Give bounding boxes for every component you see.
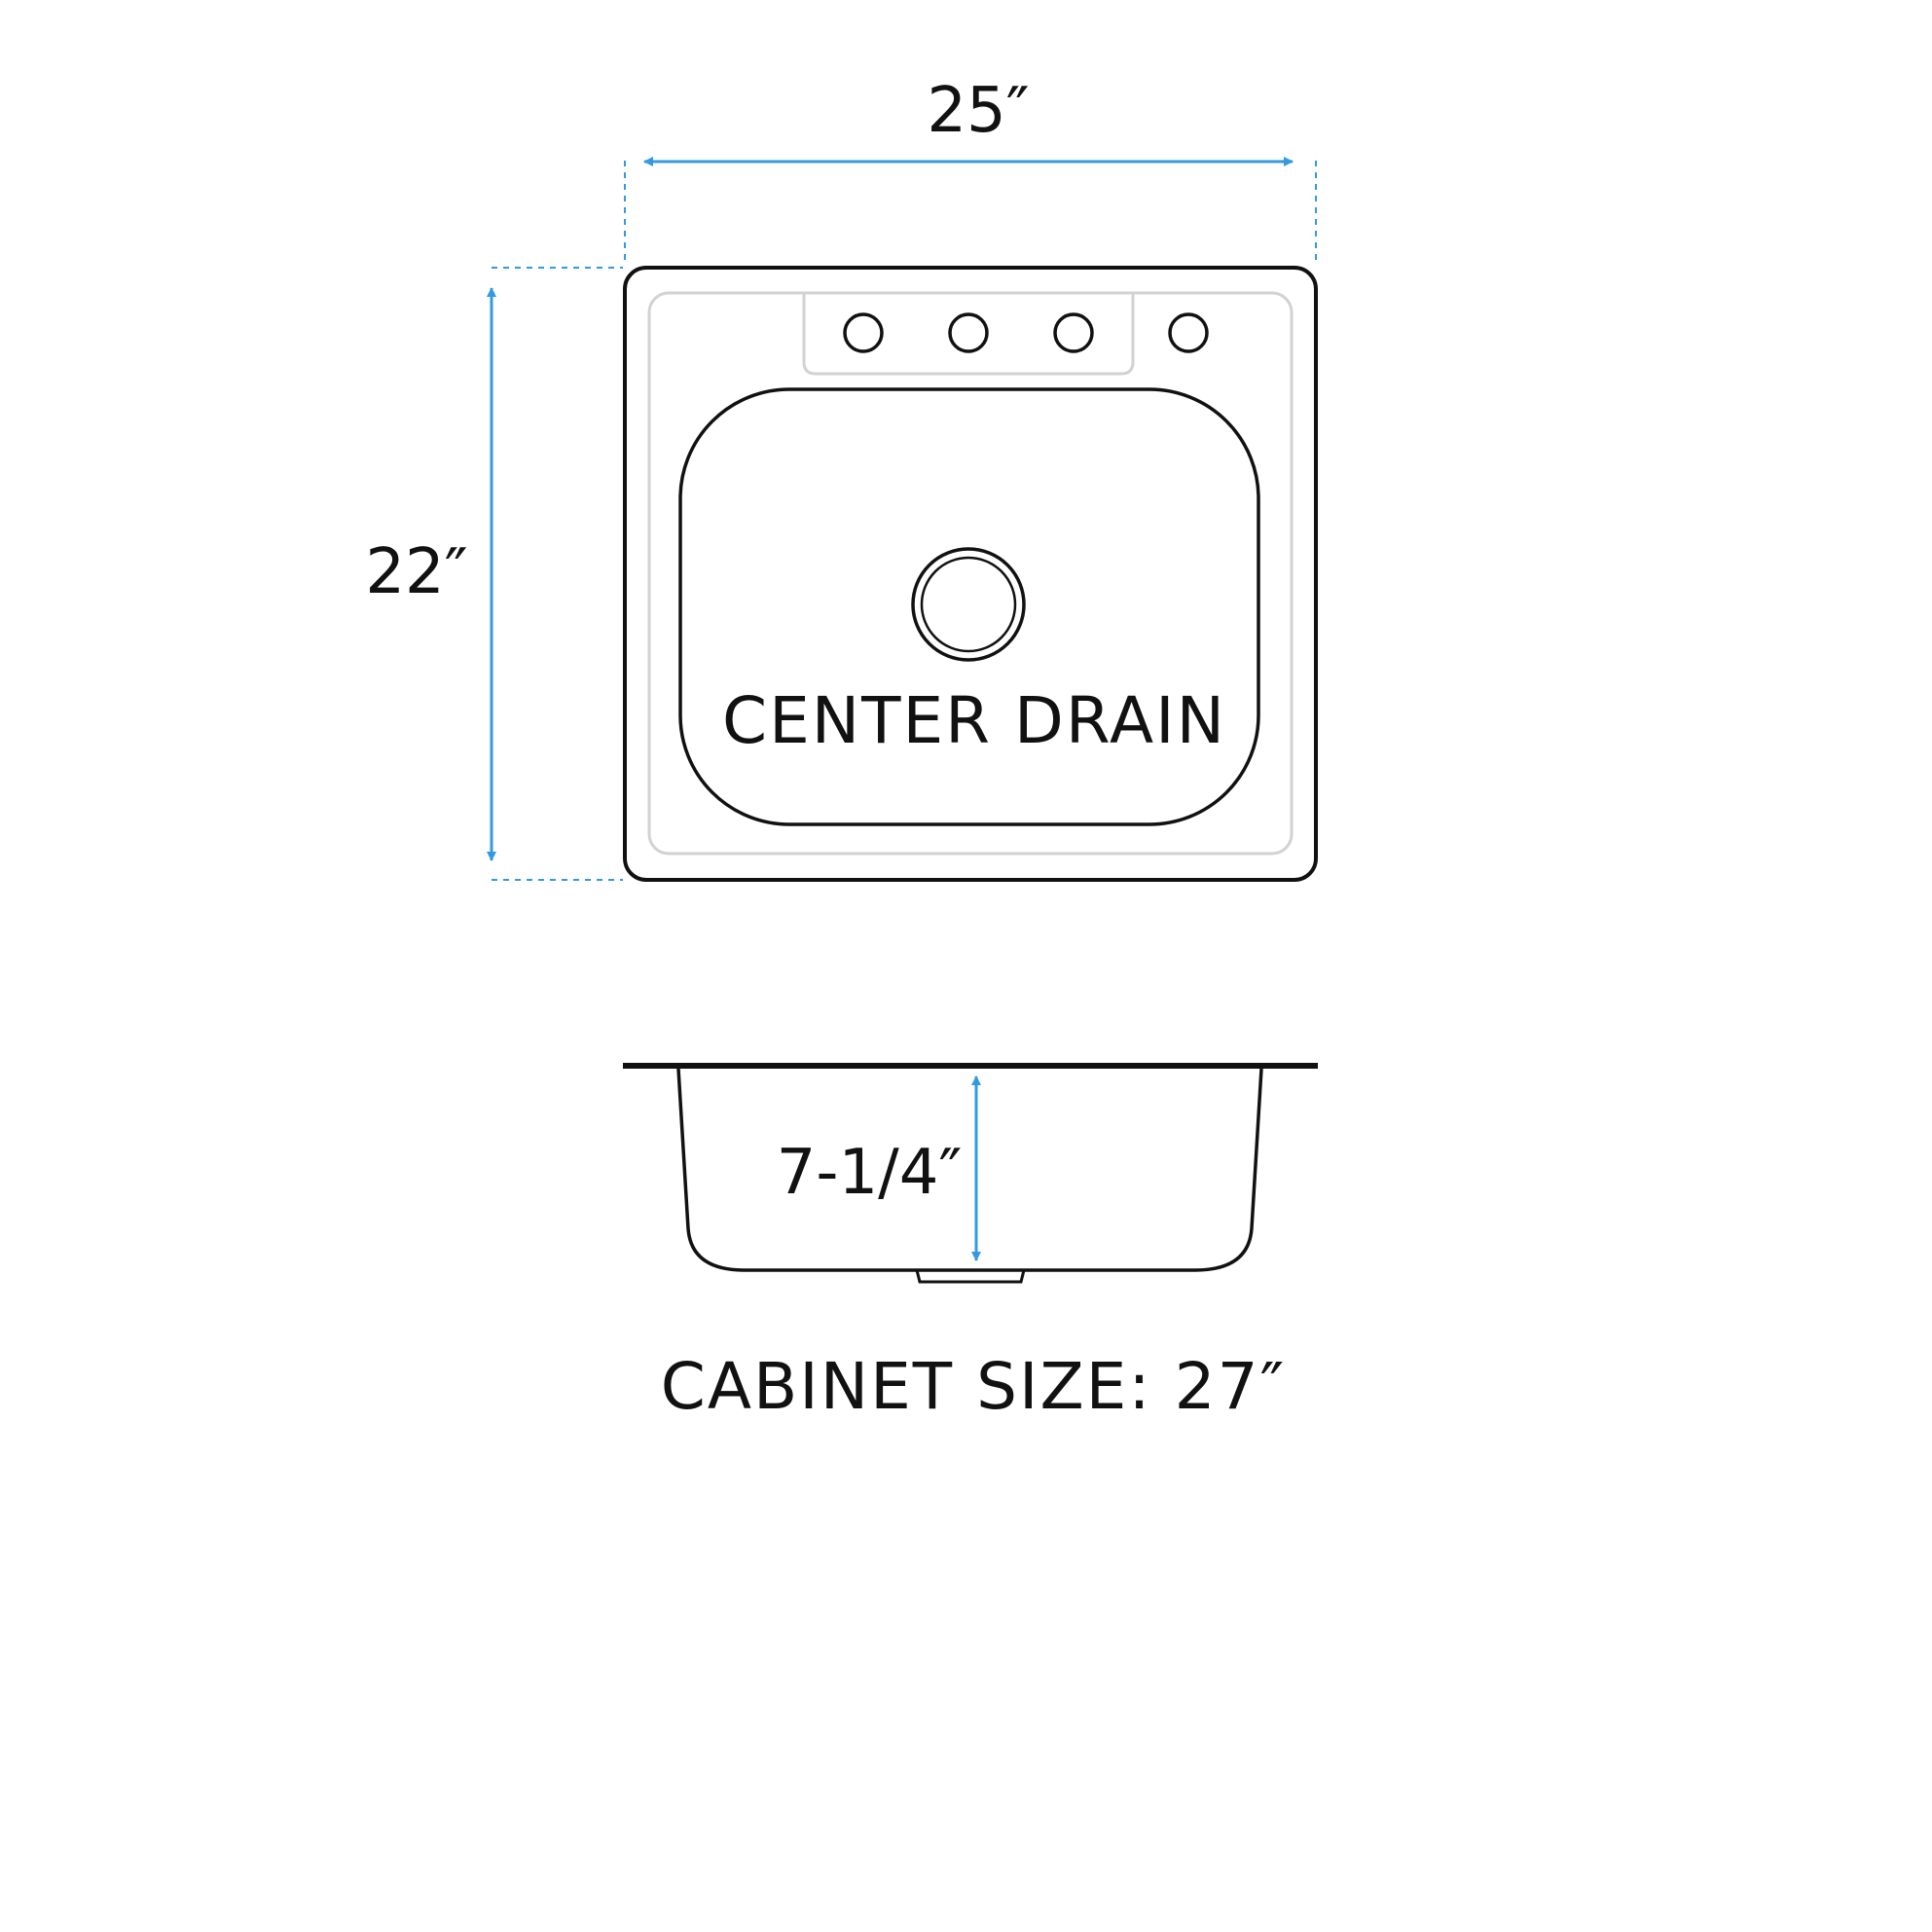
- faucet-hole-3: [1053, 312, 1094, 353]
- height-dimension: 22″: [365, 267, 623, 881]
- faucet-deck: [802, 293, 1135, 376]
- side-view: 7-1/4″: [623, 1063, 1318, 1284]
- sink-basin: [678, 387, 1260, 826]
- sink-outer-rim: [623, 266, 1318, 882]
- faucet-hole-4: [1168, 312, 1209, 353]
- faucet-hole-1: [843, 312, 884, 353]
- width-label: 25″: [927, 75, 1029, 147]
- side-view-drain-tail: [915, 1269, 1026, 1284]
- top-view: 25″ 22″ CENTER DRAIN: [365, 75, 1318, 882]
- side-view-bowl: [676, 1068, 1263, 1272]
- faucet-hole-2: [948, 312, 989, 353]
- center-drain: [911, 547, 1026, 662]
- side-view-flange: [623, 1063, 1318, 1069]
- faucet-holes: [843, 312, 1209, 353]
- drain-outer-ring: [911, 547, 1026, 662]
- depth-dimension: 7-1/4″: [777, 1075, 981, 1261]
- height-label: 22″: [365, 536, 467, 608]
- sink-inner-rim: [647, 291, 1294, 856]
- drain-inner-ring: [920, 556, 1017, 653]
- cabinet-size-label: CABINET SIZE: 27″: [661, 1349, 1286, 1424]
- width-dimension: 25″: [624, 75, 1317, 265]
- center-drain-label: CENTER DRAIN: [722, 683, 1226, 758]
- depth-label: 7-1/4″: [777, 1137, 963, 1209]
